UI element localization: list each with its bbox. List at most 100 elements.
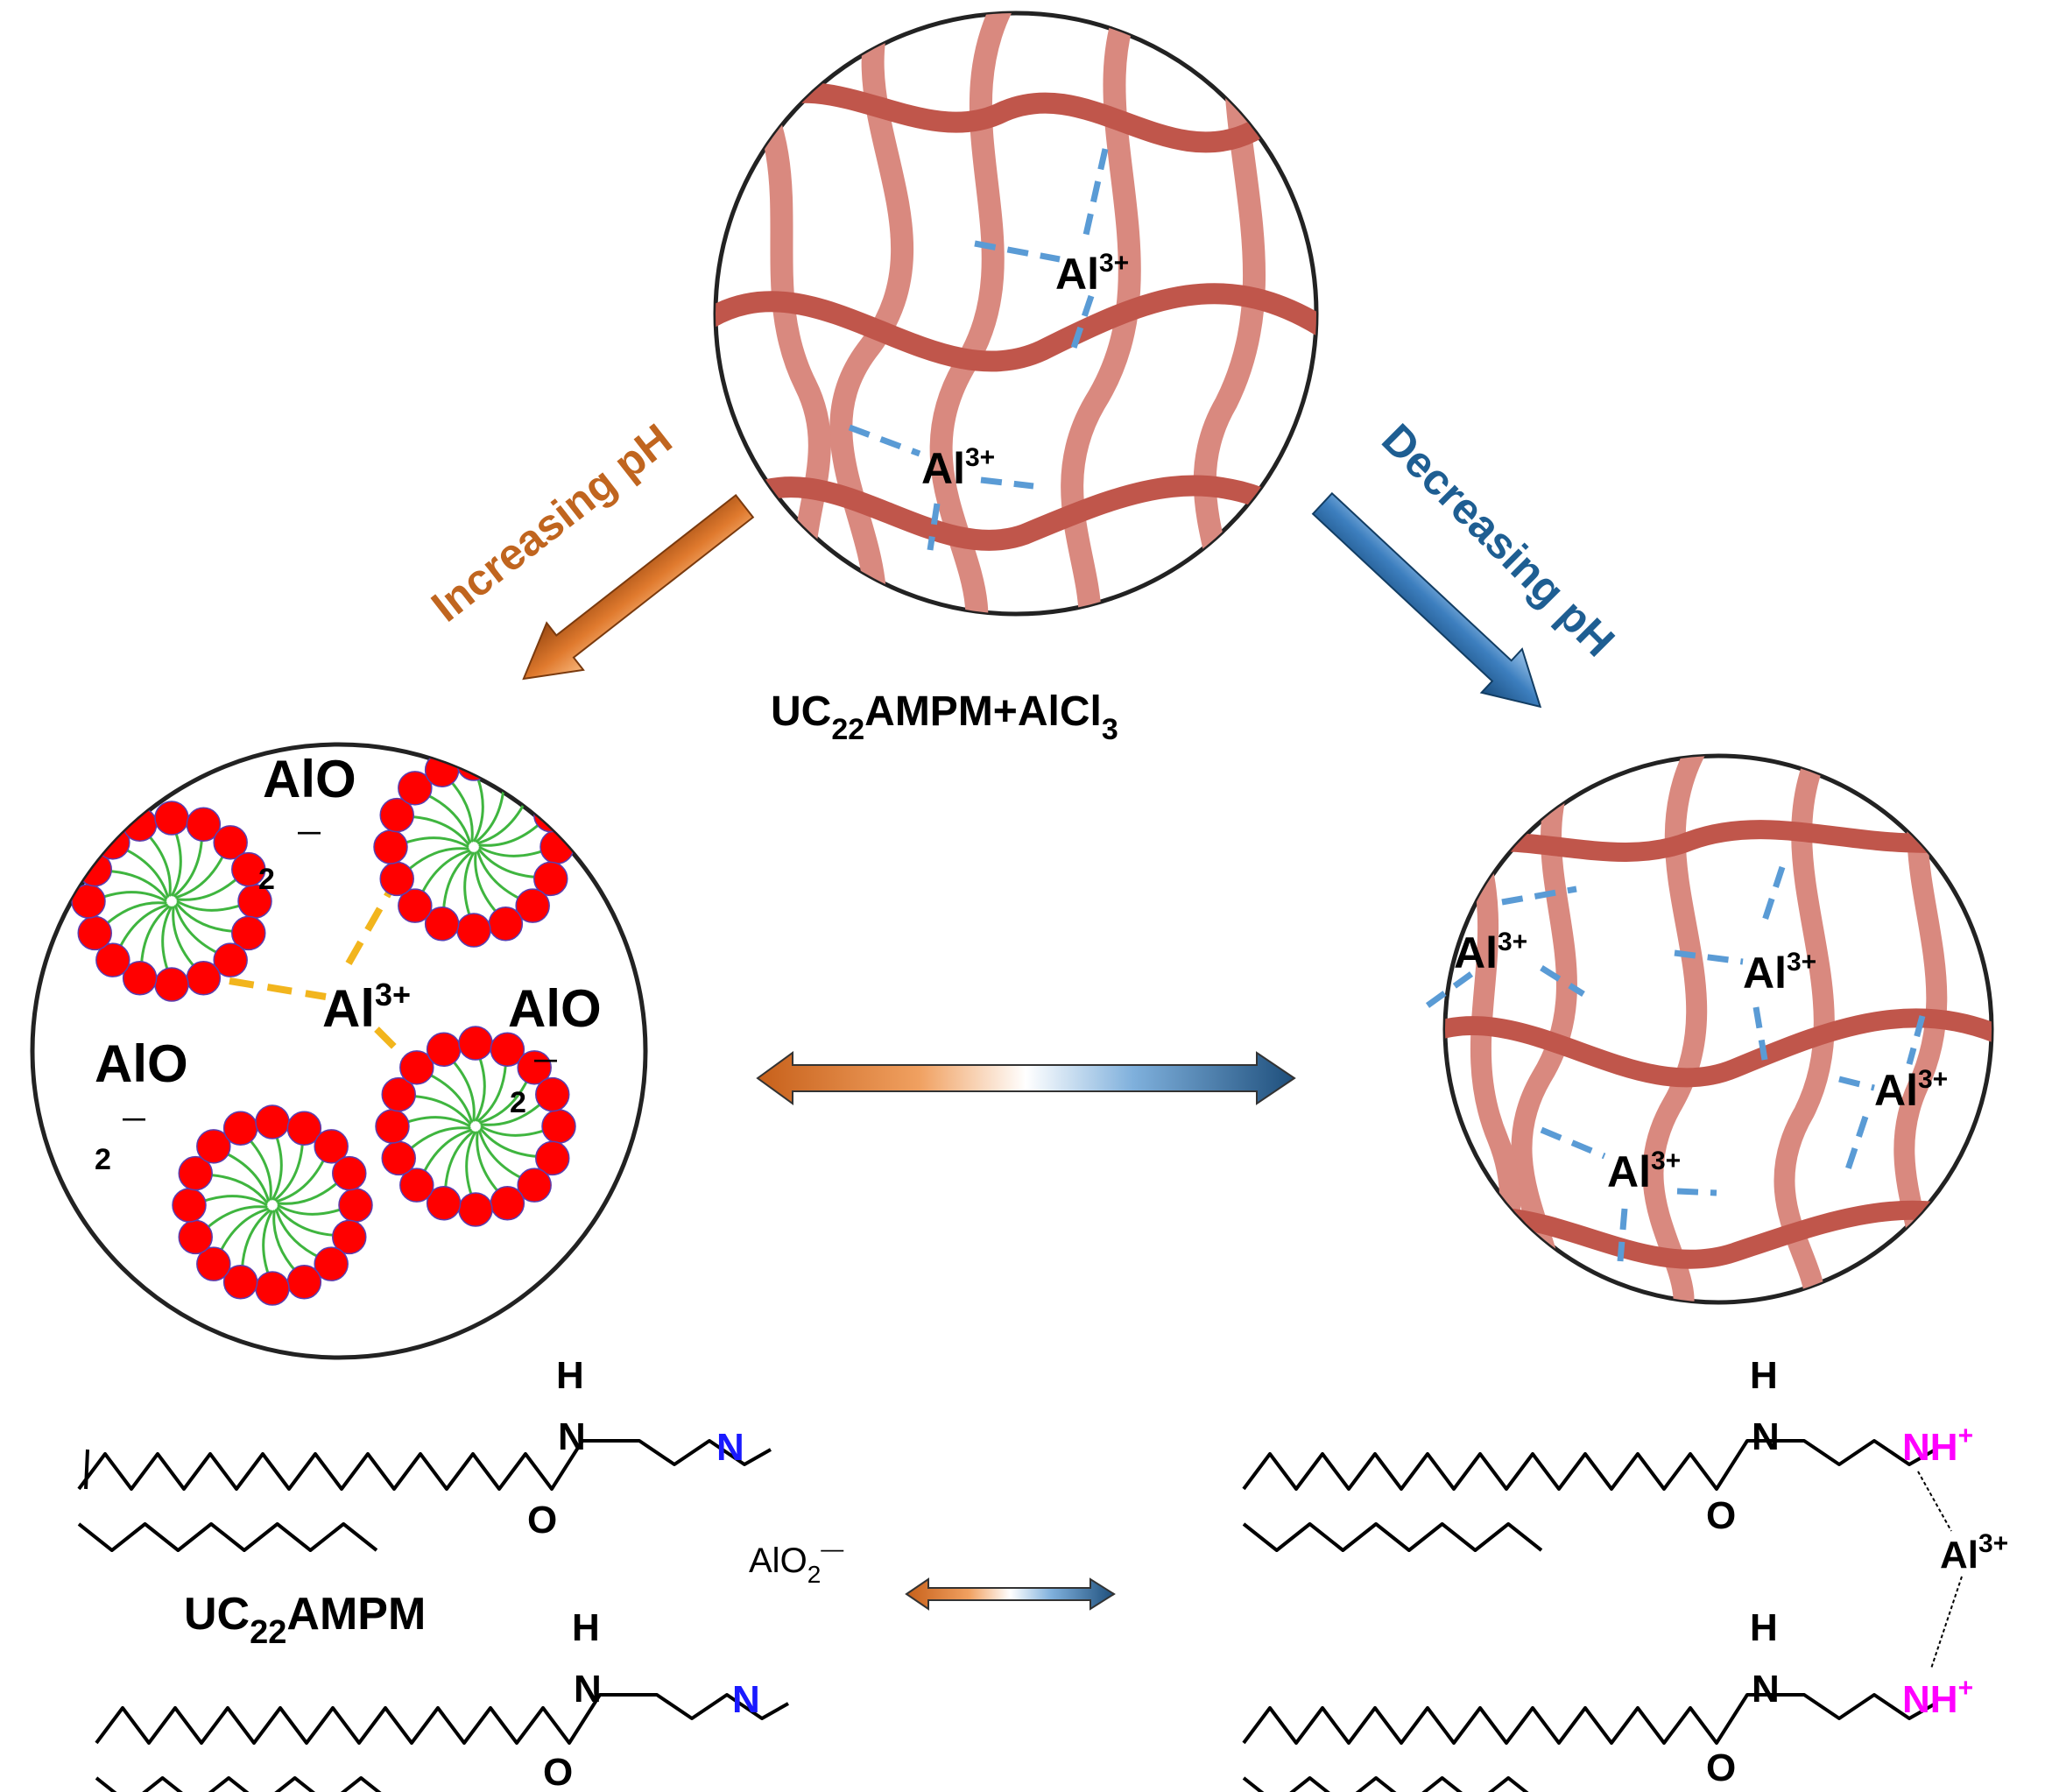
surfactant-head xyxy=(122,961,158,996)
surfactant-head xyxy=(426,1186,462,1221)
svg-text:N: N xyxy=(574,1668,602,1711)
polymer-strand xyxy=(1061,13,1150,614)
surfactant-head xyxy=(515,888,550,923)
surfactant-head xyxy=(222,1265,258,1300)
surfactant-head xyxy=(154,801,189,836)
surfactant-head xyxy=(286,1111,322,1146)
surfactant-head xyxy=(213,825,248,860)
surfactant-head xyxy=(196,1129,231,1164)
surfactant-head xyxy=(426,1032,462,1067)
protonated-structure-1 xyxy=(1242,1439,1936,1552)
surfactant-head xyxy=(373,829,408,864)
alo2-label: AlO — 2 xyxy=(258,750,356,896)
svg-text:2: 2 xyxy=(510,1086,526,1119)
decreasing-ph-arrow xyxy=(1311,491,1542,709)
surfactant-head xyxy=(517,1168,552,1203)
alo2-label: AlO — 2 xyxy=(95,1034,188,1176)
surfactant-head xyxy=(399,1168,434,1203)
svg-text:O: O xyxy=(1706,1746,1736,1789)
svg-text:—: — xyxy=(298,818,321,844)
surfactant-head xyxy=(186,807,222,842)
surfactant-head xyxy=(398,888,433,923)
svg-text:AlO: AlO xyxy=(263,750,356,808)
svg-text:Al3+: Al3+ xyxy=(1940,1529,2008,1577)
polymer-strand xyxy=(1774,756,1835,1302)
left-micelle-panel: AlO — 2 AlO — 2 AlO — 2 Al3+ xyxy=(30,742,648,1360)
surfactant-head xyxy=(379,797,414,833)
alo2-label: AlO — 2 xyxy=(508,979,602,1119)
surfactant-head xyxy=(541,1109,576,1144)
surfactant-head xyxy=(186,961,222,996)
micelle xyxy=(71,801,272,1002)
surfactant-head xyxy=(314,1246,349,1281)
al-ion-label: Al3+ xyxy=(322,977,411,1038)
al-coordination-2 xyxy=(848,424,1034,551)
surfactant-head xyxy=(379,861,414,897)
surfactant-head xyxy=(196,1246,231,1281)
al-ion-label: Al3+ xyxy=(1874,1065,1948,1115)
surfactant-head xyxy=(122,807,158,842)
aluminate-label: AlO2— xyxy=(749,1535,843,1588)
surfactant-head xyxy=(222,1111,258,1146)
svg-text:NH+: NH+ xyxy=(1902,1674,1973,1721)
protonated-atoms: H N O NH+ H N O NH+ Al3+ xyxy=(1706,1354,2008,1789)
surfactant-head xyxy=(535,1076,570,1112)
surfactant-head xyxy=(213,942,248,977)
surfactant-head xyxy=(172,1188,207,1223)
surfactant-head xyxy=(456,913,491,948)
al-ion-label: Al3+ xyxy=(1743,948,1816,998)
micelle xyxy=(375,1026,576,1227)
al-ion-label: Al3+ xyxy=(1607,1146,1681,1196)
svg-text:N: N xyxy=(558,1415,586,1458)
surfactant-head xyxy=(178,1219,213,1255)
right-network-panel: Al3+ Al3+ Al3+ Al3+ xyxy=(1425,753,1994,1305)
svg-text:AlO: AlO xyxy=(508,979,602,1038)
surfactant-head xyxy=(517,1050,552,1085)
surfactant-head xyxy=(399,1050,434,1085)
svg-text:N: N xyxy=(1752,1415,1780,1458)
surfactant-head xyxy=(338,1188,373,1223)
svg-text:O: O xyxy=(527,1499,557,1542)
svg-text:2: 2 xyxy=(258,863,275,896)
surfactant-head xyxy=(286,1265,322,1300)
uc22ampm-structure-1 xyxy=(77,1439,772,1552)
coordination-lines xyxy=(1917,1471,1963,1669)
al-ion-label: Al3+ xyxy=(1454,928,1527,977)
svg-text:O: O xyxy=(1706,1494,1736,1537)
svg-text:NH+: NH+ xyxy=(1902,1422,1973,1469)
surfactant-head xyxy=(535,1140,570,1176)
decreasing-ph-label: Decreasing pH xyxy=(1372,414,1624,666)
surfactant-head xyxy=(424,752,460,787)
surfactant-head xyxy=(154,967,189,1002)
surfactant-head xyxy=(424,907,460,942)
uc22ampm-structure-2 xyxy=(95,1693,789,1792)
polymer-strand xyxy=(716,283,1316,372)
increasing-ph-arrow xyxy=(522,493,755,681)
surfactant-head xyxy=(458,1192,493,1227)
svg-text:2: 2 xyxy=(95,1143,111,1176)
al-coordination-bonds xyxy=(1425,865,1926,1262)
surfactant-head xyxy=(231,851,266,887)
svg-text:AlO: AlO xyxy=(95,1034,188,1093)
svg-text:H: H xyxy=(1750,1354,1778,1397)
uc22ampm-atoms: H N O N H N O N xyxy=(527,1354,760,1792)
micelle xyxy=(172,1104,373,1306)
svg-text:N: N xyxy=(1752,1668,1780,1711)
surfactant-head xyxy=(77,915,112,951)
polymer-strand xyxy=(716,475,1316,551)
svg-text:H: H xyxy=(1750,1606,1778,1649)
surfactant-head xyxy=(255,1104,290,1139)
top-network-panel: Al3+ Al3+ xyxy=(713,11,1319,617)
al-ion-label: Al3+ xyxy=(921,443,995,493)
surfactant-head xyxy=(178,1155,213,1191)
svg-text:—: — xyxy=(534,1046,557,1072)
svg-text:O: O xyxy=(543,1751,573,1792)
svg-text:—: — xyxy=(123,1104,145,1131)
svg-text:H: H xyxy=(572,1606,600,1649)
al-ion-label: Al3+ xyxy=(1055,249,1129,299)
surfactant-head xyxy=(490,1032,525,1067)
surfactant-head xyxy=(381,1140,416,1176)
svg-text:N: N xyxy=(716,1426,744,1469)
surfactant-head xyxy=(255,1271,290,1306)
